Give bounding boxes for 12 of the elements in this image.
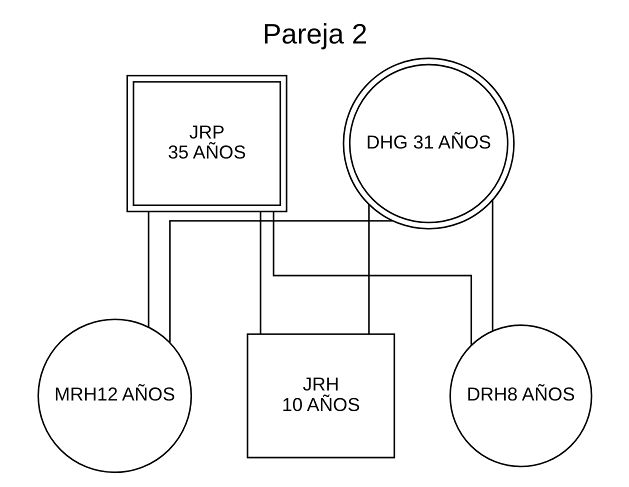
connector: [259, 212, 261, 334]
diagram-title: Pareja 2: [262, 18, 367, 50]
connector: [147, 212, 149, 328]
connector: [491, 200, 493, 330]
node-box: JRP 35 AÑOS: [126, 74, 287, 212]
connector: [168, 220, 392, 342]
connector: [368, 204, 370, 334]
node-circle: DHG 31 AÑOS: [342, 58, 514, 230]
node-circle: DRH8 AÑOS: [448, 324, 592, 468]
node-box: JRH 10 AÑOS: [246, 333, 395, 458]
node-circle: MRH12 AÑOS: [36, 318, 192, 474]
connector: [272, 212, 472, 345]
